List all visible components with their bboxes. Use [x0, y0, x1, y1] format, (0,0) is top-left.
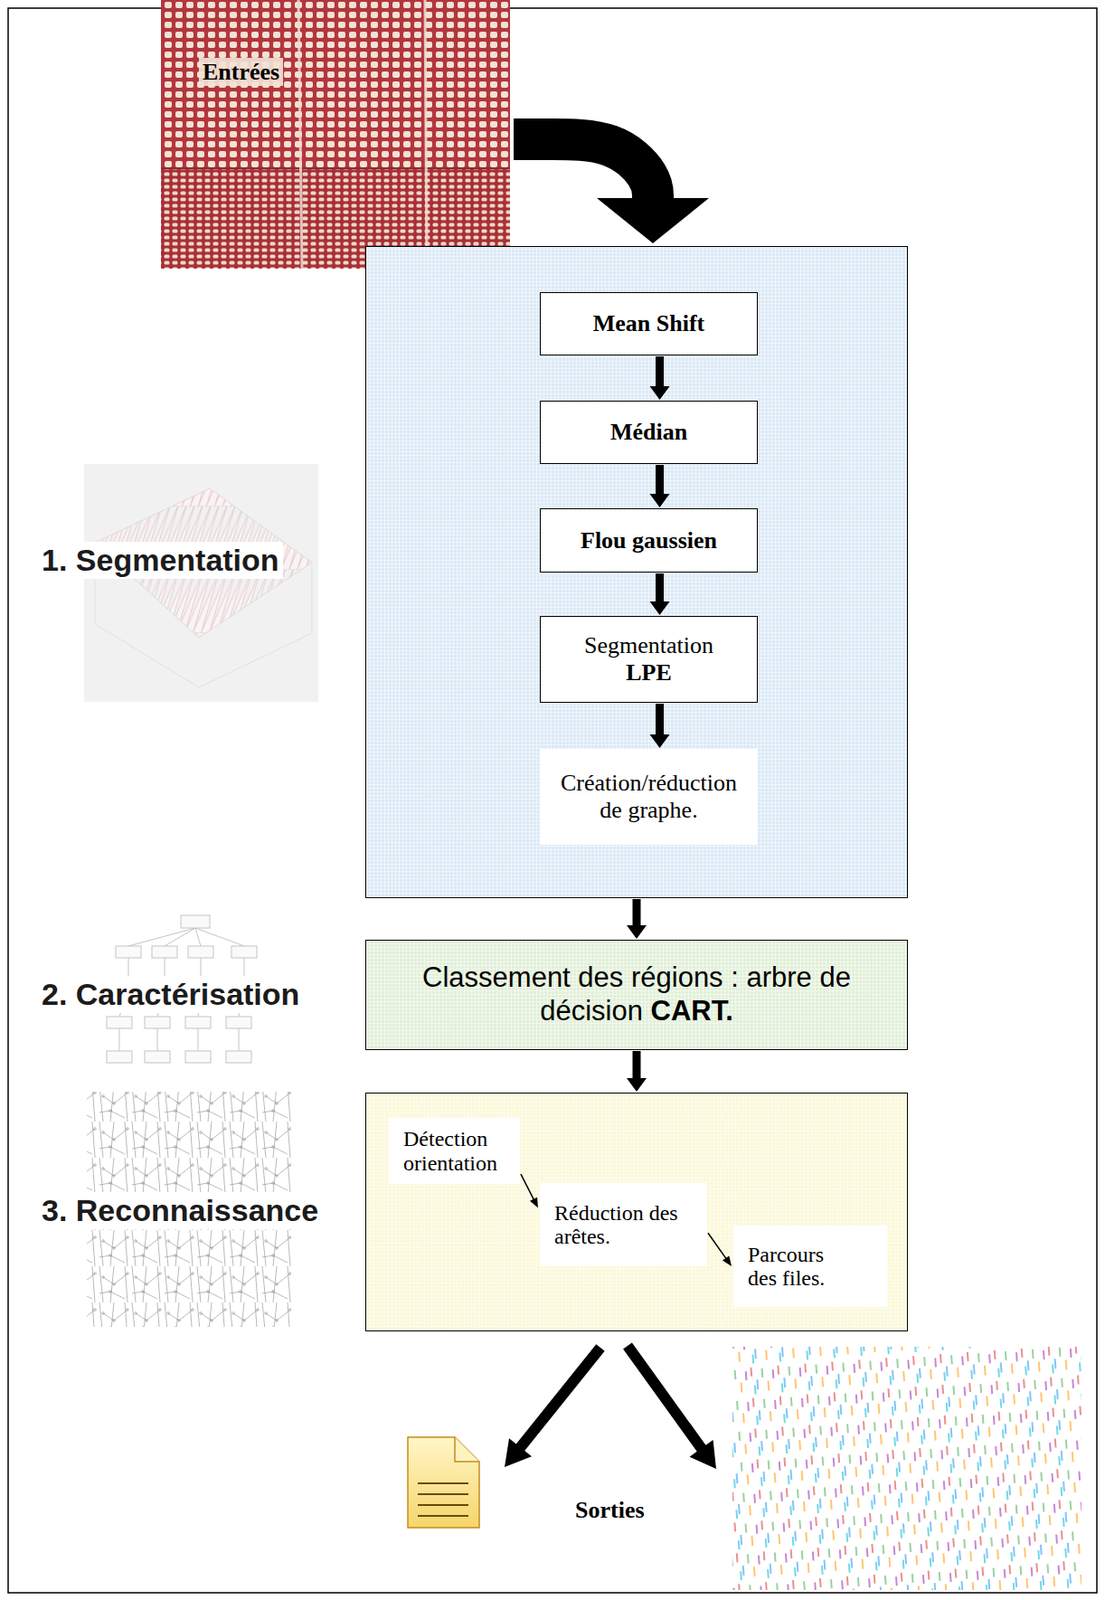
heading-holder: 1. Segmentation — [37, 541, 284, 579]
arrow-head — [650, 386, 671, 400]
box-label: Mean Shift — [593, 310, 706, 338]
input-image: Entrées — [160, 0, 510, 269]
box-label: Flou gaussien — [580, 527, 718, 555]
tree-box — [106, 1050, 133, 1063]
panel-text: Classement des régions : arbre de décisi… — [401, 961, 872, 1028]
arrow-shaft — [632, 1050, 642, 1079]
wood-ray — [298, 0, 303, 269]
process-box: Flou gaussien — [539, 508, 758, 573]
connector-arrow — [513, 139, 709, 244]
arrow-shaft — [708, 1232, 727, 1259]
tree-box — [144, 1050, 170, 1063]
connector-arrow — [626, 1050, 647, 1092]
connector-arrow — [708, 1232, 732, 1266]
tree-box — [231, 945, 257, 958]
heading-holder: 3. Reconnaissance — [37, 1191, 322, 1229]
arrow-head — [650, 493, 671, 508]
plot-ground — [84, 463, 319, 702]
connector-arrow — [650, 356, 671, 400]
document-page — [407, 1436, 480, 1528]
result-ground — [732, 1346, 1082, 1590]
stage-heading: 3. Reconnaissance — [37, 1191, 322, 1229]
outer-frame — [8, 8, 1097, 1593]
tree-box — [188, 945, 214, 958]
arrow-head — [650, 734, 671, 748]
tree-box — [106, 1016, 133, 1029]
text-part: CART. — [651, 994, 734, 1027]
wood-cells — [160, 0, 510, 169]
stage-heading: 1. Segmentation — [37, 541, 284, 579]
tree-box — [115, 945, 142, 958]
tree-box — [226, 1050, 252, 1063]
arrow-shaft — [655, 573, 664, 603]
stage-panel: Mean ShiftMédianFlou gaussienSegmentatio… — [365, 245, 908, 898]
arrow-head — [626, 1077, 647, 1092]
step-box: Détection orientation — [388, 1117, 520, 1184]
arrow-head — [626, 925, 647, 939]
process-box: Segmentation LPE — [539, 615, 758, 703]
connector-arrow — [650, 464, 671, 508]
tree-box — [185, 1016, 211, 1029]
arrow-shaft — [520, 1173, 534, 1200]
text-part: LPE — [625, 659, 672, 686]
label-holder: Sorties — [575, 1495, 645, 1524]
document-icon — [407, 1436, 480, 1528]
arrow-head — [650, 601, 671, 615]
document-fold — [454, 1436, 480, 1462]
connector-arrow — [650, 573, 671, 615]
tree-box — [226, 1016, 252, 1029]
connector-arrow — [520, 1173, 539, 1209]
text-part: Segmentation — [584, 632, 714, 659]
tree-box — [185, 1050, 211, 1063]
connector-arrow — [650, 703, 671, 748]
process-box: Création/réduction de graphe. — [539, 748, 758, 845]
box-label: Création/réduction de graphe. — [551, 769, 747, 824]
output-arrow — [623, 1342, 717, 1470]
step-box: Parcours des files. — [733, 1225, 888, 1307]
wood-ray — [425, 0, 427, 269]
arrow-shaft — [655, 356, 664, 388]
box-label: Segmentation LPE — [572, 632, 727, 687]
output-arrow — [504, 1343, 605, 1467]
arrow-head — [529, 1197, 539, 1209]
box-label: Médian — [610, 418, 688, 446]
tree-box — [180, 915, 210, 928]
step-label: Parcours des files. — [747, 1242, 848, 1291]
process-box: Médian — [539, 400, 758, 464]
stage-heading: 2. Caractérisation — [37, 975, 303, 1013]
arrow-shaft — [632, 898, 642, 926]
connector-arrow — [626, 898, 647, 939]
step-box: Réduction des arêtes. — [539, 1182, 708, 1266]
stage-panel: Détection orientationRéduction des arête… — [365, 1092, 908, 1332]
result-rows — [732, 1346, 1082, 1590]
arrow-shaft — [655, 703, 664, 736]
output-caption: Sorties — [575, 1495, 645, 1524]
tree-box — [151, 945, 178, 958]
step-label: Détection orientation — [403, 1126, 503, 1175]
arrow-head — [722, 1255, 732, 1266]
text-part: Classement des régions : arbre de décisi… — [422, 961, 851, 1027]
arrow-head — [596, 198, 709, 244]
tree-box — [144, 1016, 170, 1029]
stage-panel: Classement des régions : arbre de décisi… — [365, 939, 908, 1050]
document-lines — [417, 1482, 469, 1516]
input-label: Entrées — [198, 57, 284, 86]
ring-boundary — [160, 167, 510, 170]
surface-plot-image — [84, 463, 319, 702]
row-result-image — [732, 1346, 1082, 1590]
wood-section-image — [160, 0, 510, 269]
heading-holder: 2. Caractérisation — [37, 975, 303, 1013]
process-box: Mean Shift — [539, 292, 758, 356]
arrow-shaft — [655, 464, 664, 495]
step-label: Réduction des arêtes. — [554, 1200, 690, 1249]
arrow-shaft — [513, 139, 653, 199]
